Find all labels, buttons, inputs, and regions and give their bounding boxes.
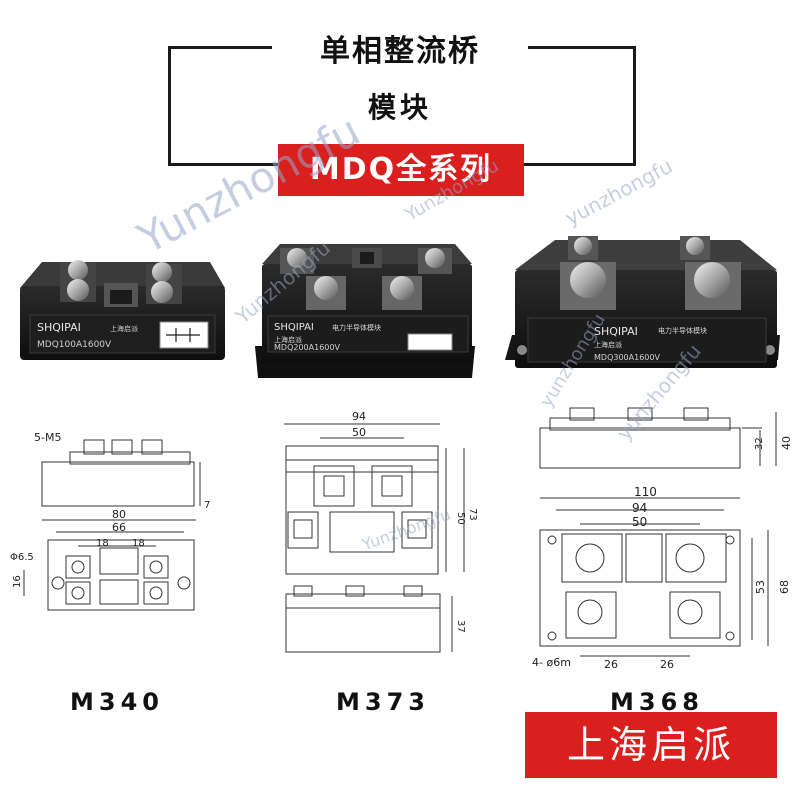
m340-brand-cn: 上海启派 (110, 324, 138, 333)
m368-dim-total-height: 40 (780, 436, 793, 450)
m340-dim-pitch: 66 (112, 521, 126, 534)
m368-terminal-3 (560, 262, 616, 310)
model-label-m373: M373 (336, 688, 430, 716)
title-line2: 模块 (367, 91, 432, 124)
m340-dim-side: 7 (204, 500, 210, 511)
m373-dim-width: 94 (352, 410, 366, 423)
m368-terminal-1 (568, 236, 598, 260)
m368-dim-holes: 4- ø6m (532, 656, 571, 669)
m340-dim-hole: Φ6.5 (10, 552, 34, 563)
m368-dim-total-depth: 68 (778, 580, 791, 594)
m368-drawing (539, 407, 777, 657)
m373-brand: SHQIPAI (274, 322, 314, 333)
m368-photo: SHQIPAI 电力半导体模块 上海启派 MDQ300A1600V (505, 236, 780, 368)
m373-terminal-2 (418, 248, 452, 274)
m368-terminal-2 (680, 236, 710, 260)
m373-dim-side-height: 37 (455, 620, 466, 633)
m368-dim-pitch: 94 (632, 501, 647, 515)
m368-dim-height: 32 (754, 437, 765, 450)
m373-drawing (284, 423, 465, 653)
m368-dim-inner: 50 (632, 515, 647, 529)
m373-dim-inner: 50 (455, 512, 466, 525)
m368-terminal-4 (685, 262, 741, 310)
title-line1: 单相整流桥 (272, 30, 528, 74)
m340-terminal-2 (146, 262, 182, 304)
m373-desc: 电力半导体模块 (332, 323, 381, 332)
m368-brand-cn: 上海启派 (594, 340, 622, 349)
m373-part-number: MDQ200A1600V (274, 343, 340, 352)
brand-banner: 上海启派 (525, 712, 777, 778)
m368-part-number: MDQ300A1600V (594, 353, 660, 362)
model-label-m368: M368 (610, 688, 704, 716)
m340-dim-height: 16 (12, 575, 23, 588)
series-banner: MDQ全系列 (278, 144, 524, 196)
m368-dim-pitch-b: 26 (660, 658, 674, 671)
m368-dim-depth: 53 (754, 580, 767, 594)
m340-terminal-1 (60, 260, 96, 302)
m373-terminal-3 (306, 276, 346, 310)
m373-terminal-4 (382, 276, 422, 310)
m368-dim-width: 110 (634, 485, 657, 499)
m340-dim-hole-pitch-1: 18 (96, 538, 109, 549)
m373-photo: SHQIPAI 电力半导体模块 上海启派 MDQ200A1600V (255, 244, 475, 378)
m340-dim-hole-pitch-2: 18 (132, 538, 145, 549)
m340-dim-screws: 5-M5 (34, 431, 61, 444)
m373-brand-cn: 上海启派 (274, 335, 302, 344)
m368-desc: 电力半导体模块 (658, 326, 707, 335)
m373-terminal-1 (280, 248, 314, 274)
m340-dim-width: 80 (112, 508, 126, 521)
m340-brand: SHQIPAI (37, 321, 81, 334)
model-label-m340: M340 (70, 688, 164, 716)
m368-dim-pitch-a: 26 (604, 658, 618, 671)
m340-drawing (23, 439, 201, 611)
m340-photo: SHQIPAI MDQ100A1600V 上海启派 (20, 260, 225, 360)
m368-brand: SHQIPAI (594, 325, 638, 338)
m340-part-number: MDQ100A1600V (37, 340, 112, 350)
m373-dim-height: 73 (467, 508, 478, 521)
m373-dim-pitch: 50 (352, 426, 366, 439)
